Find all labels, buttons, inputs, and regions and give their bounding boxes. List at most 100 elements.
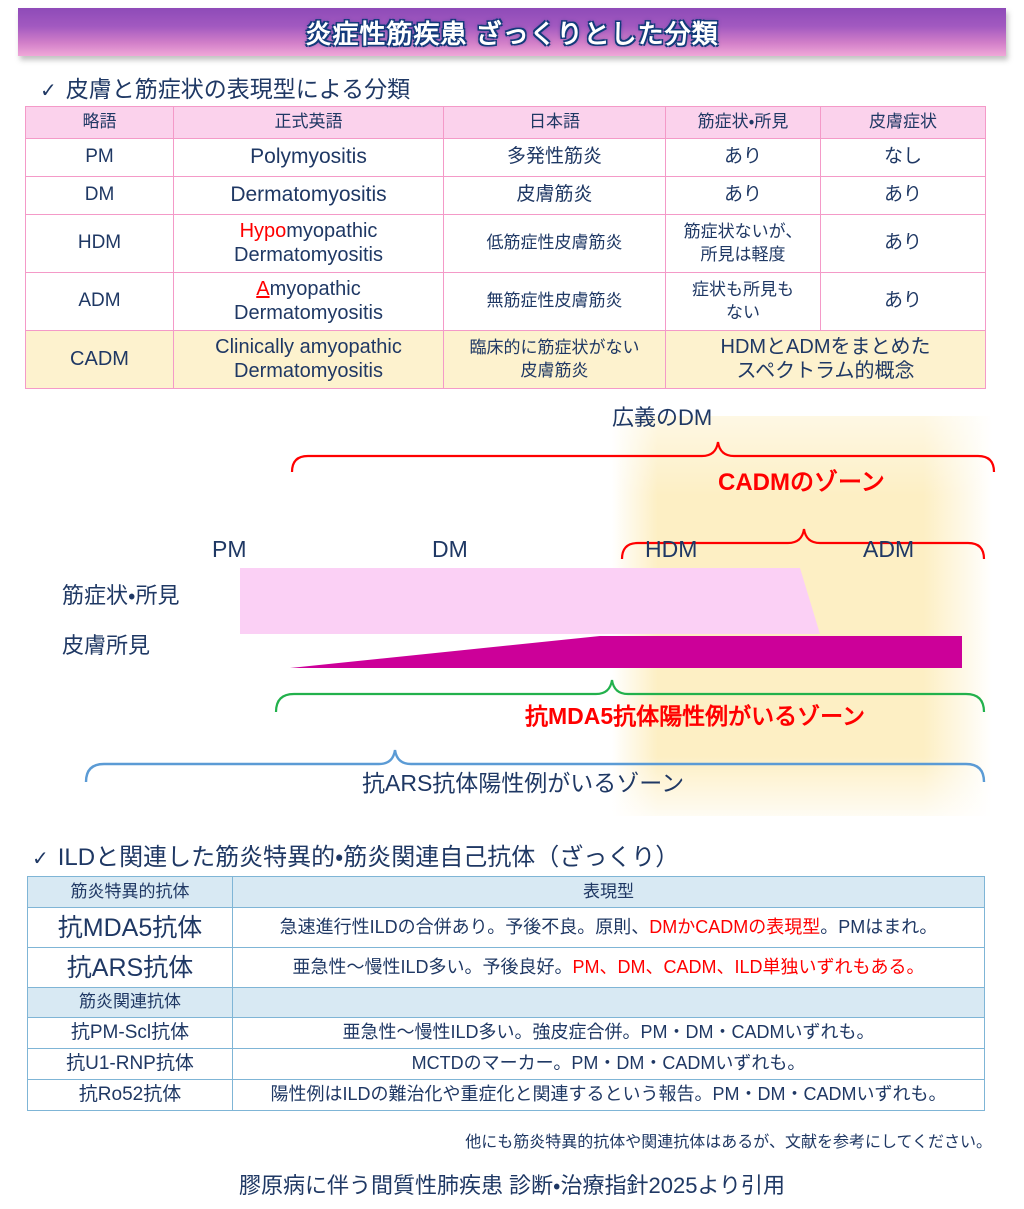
cell-abbr: DM (25, 176, 174, 215)
phenotype-post: 。PMはまれ。 (820, 916, 938, 937)
label-broad-dm: 広義のDM (612, 405, 713, 430)
table2-header-row: 筋炎特異的抗体 表現型 (27, 876, 985, 908)
cell-skin: あり (820, 176, 986, 215)
section-heading-antibodies: ✓ ILDと関連した筋炎特異的・筋炎関連自己抗体（ざっくり） (32, 837, 679, 872)
col-header-english: 正式英語 (173, 106, 444, 139)
title-banner: 炎症性筋疾患 ざっくりとした分類 (18, 8, 1006, 56)
cell-english: Polymyositis (173, 138, 444, 177)
table-header-row: 略語 正式英語 日本語 筋症状・所見 皮膚症状 (25, 106, 986, 139)
cell-phenotype: 亜急性〜慢性ILD多い。強皮症合併。PM・DM・CADMいずれも。 (232, 1017, 985, 1049)
english-line2: Dermatomyositis (234, 243, 383, 266)
col-header-antibody: 筋炎特異的抗体 (27, 876, 233, 908)
english-name: Dermatomyositis (230, 183, 387, 207)
table-row: DM Dermatomyositis 皮膚筋炎 あり あり (25, 176, 986, 215)
section-heading-classification: ✓ 皮膚と筋症状の表現型による分類 (40, 70, 410, 104)
brace-cadm-zone (620, 528, 986, 560)
subheader-phenotype (232, 987, 985, 1018)
phenotype-highlight: DMかCADMの表現型 (649, 916, 821, 937)
citation: 膠原病に伴う間質性肺疾患 診断・治療指針2025より引用 (238, 1173, 786, 1198)
check-icon: ✓ (32, 848, 49, 870)
spectrum-diagram (0, 396, 1024, 816)
cell-antibody: 抗ARS抗体 (27, 947, 233, 988)
muscle-line1: 症状も所見も (692, 280, 794, 300)
cell-abbr: HDM (25, 214, 174, 273)
phenotype-highlight: PM、DM、CADM、ILD単独いずれもある。 (572, 956, 925, 977)
label-spectrum-dm: DM (432, 536, 468, 562)
classification-table: 略語 正式英語 日本語 筋症状・所見 皮膚症状 PM Polymyositis … (25, 106, 986, 389)
cell-antibody: 抗U1-RNP抗体 (27, 1048, 233, 1080)
label-spectrum-adm: ADM (863, 536, 915, 562)
cell-antibody: 抗Ro52抗体 (27, 1079, 233, 1111)
brace-broad-dm (290, 441, 996, 473)
check-icon: ✓ (40, 80, 57, 102)
cell-abbr: PM (25, 138, 174, 177)
cell-japanese: 臨床的に筋症状がない皮膚筋炎 (443, 330, 666, 389)
antibody-table: 筋炎特異的抗体 表現型 抗MDA5抗体 急速進行性ILDの合併あり。予後不良。原… (27, 876, 985, 1111)
footnote: 他にも筋炎特異的抗体や関連抗体はあるが、文献を参考にしてください。 (465, 1134, 992, 1151)
section-label: 皮膚と筋症状の表現型による分類 (65, 76, 411, 102)
table2-subheader-row: 筋炎関連抗体 (27, 987, 985, 1018)
label-spectrum-pm: PM (212, 536, 247, 562)
cadm-english-line2: Dermatomyositis (234, 359, 383, 382)
label-mda5-zone: 抗MDA5抗体陽性例がいるゾーン (525, 703, 866, 729)
cell-skin: あり (820, 214, 986, 273)
cadm-merged-line2: スペクトラム的概念 (736, 359, 915, 382)
muscle-line2: ない (726, 302, 760, 322)
label-spectrum-hdm: HDM (645, 536, 698, 562)
cell-japanese: 多発性筋炎 (443, 138, 666, 177)
cell-phenotype: 亜急性〜慢性ILD多い。予後良好。PM、DM、CADM、ILD単独いずれもある。 (232, 947, 985, 988)
cell-japanese: 無筋症性皮膚筋炎 (443, 272, 666, 331)
cadm-english-line1: Clinically amyopathic (215, 335, 402, 358)
cell-muscle: あり (665, 176, 821, 215)
label-cadm-zone: CADMのゾーン (718, 469, 885, 496)
cell-japanese: 低筋症性皮膚筋炎 (443, 214, 666, 273)
cell-phenotype: 急速進行性ILDの合併あり。予後不良。原則、DMかCADMの表現型。PMはまれ。 (232, 907, 985, 948)
cell-muscle: 筋症状ないが、所見は軽度 (665, 214, 821, 273)
table2-row: 抗Ro52抗体 陽性例はILDの難治化や重症化と関連するという報告。PM・DM・… (27, 1079, 985, 1111)
cell-skin: なし (820, 138, 986, 177)
english-name: Polymyositis (250, 145, 367, 169)
cell-abbr: ADM (25, 272, 174, 331)
table2-row: 抗MDA5抗体 急速進行性ILDの合併あり。予後不良。原則、DMかCADMの表現… (27, 907, 985, 948)
page-title: 炎症性筋疾患 ざっくりとした分類 (305, 18, 719, 49)
label-skin-row: 皮膚所見 (62, 633, 151, 658)
subheader-antibody: 筋炎関連抗体 (27, 987, 233, 1018)
cell-muscle: あり (665, 138, 821, 177)
brace-mda5-zone (274, 679, 986, 713)
cell-cadm-merged: HDMとADMをまとめたスペクトラム的概念 (665, 330, 986, 389)
phenotype-pre: 亜急性〜慢性ILD多い。予後良好。 (292, 956, 573, 977)
label-muscle-row: 筋症状・所見 (62, 583, 180, 608)
table2-row: 抗U1-RNP抗体 MCTDのマーカー。PM・DM・CADMいずれも。 (27, 1048, 985, 1080)
english-rest: myopathic (286, 219, 378, 242)
table-row: PM Polymyositis 多発性筋炎 あり なし (25, 138, 986, 177)
col-header-phenotype: 表現型 (232, 876, 985, 908)
english-rest: myopathic (269, 277, 361, 300)
phenotype-pre: 急速進行性ILDの合併あり。予後不良。原則、 (279, 916, 650, 937)
muscle-line1: 筋症状ないが、 (683, 222, 803, 242)
col-header-skin: 皮膚症状 (820, 106, 986, 139)
cell-japanese: 皮膚筋炎 (443, 176, 666, 215)
cell-abbr: CADM (25, 330, 174, 389)
cell-skin: あり (820, 272, 986, 331)
label-ars-zone: 抗ARS抗体陽性例がいるゾーン (362, 770, 685, 796)
english-line2: Dermatomyositis (234, 301, 383, 324)
skin-bar (290, 636, 962, 668)
col-header-abbr: 略語 (25, 106, 174, 139)
cadm-japanese-line2: 皮膚筋炎 (520, 360, 589, 380)
cell-muscle: 症状も所見もない (665, 272, 821, 331)
diagram-svg (84, 416, 996, 816)
cadm-merged-line1: HDMとADMをまとめた (720, 335, 931, 358)
english-highlight: Hypo (239, 219, 287, 242)
cell-antibody: 抗PM-Scl抗体 (27, 1017, 233, 1049)
col-header-japanese: 日本語 (443, 106, 666, 139)
muscle-bar (240, 568, 820, 634)
col-header-muscle: 筋症状・所見 (665, 106, 821, 139)
